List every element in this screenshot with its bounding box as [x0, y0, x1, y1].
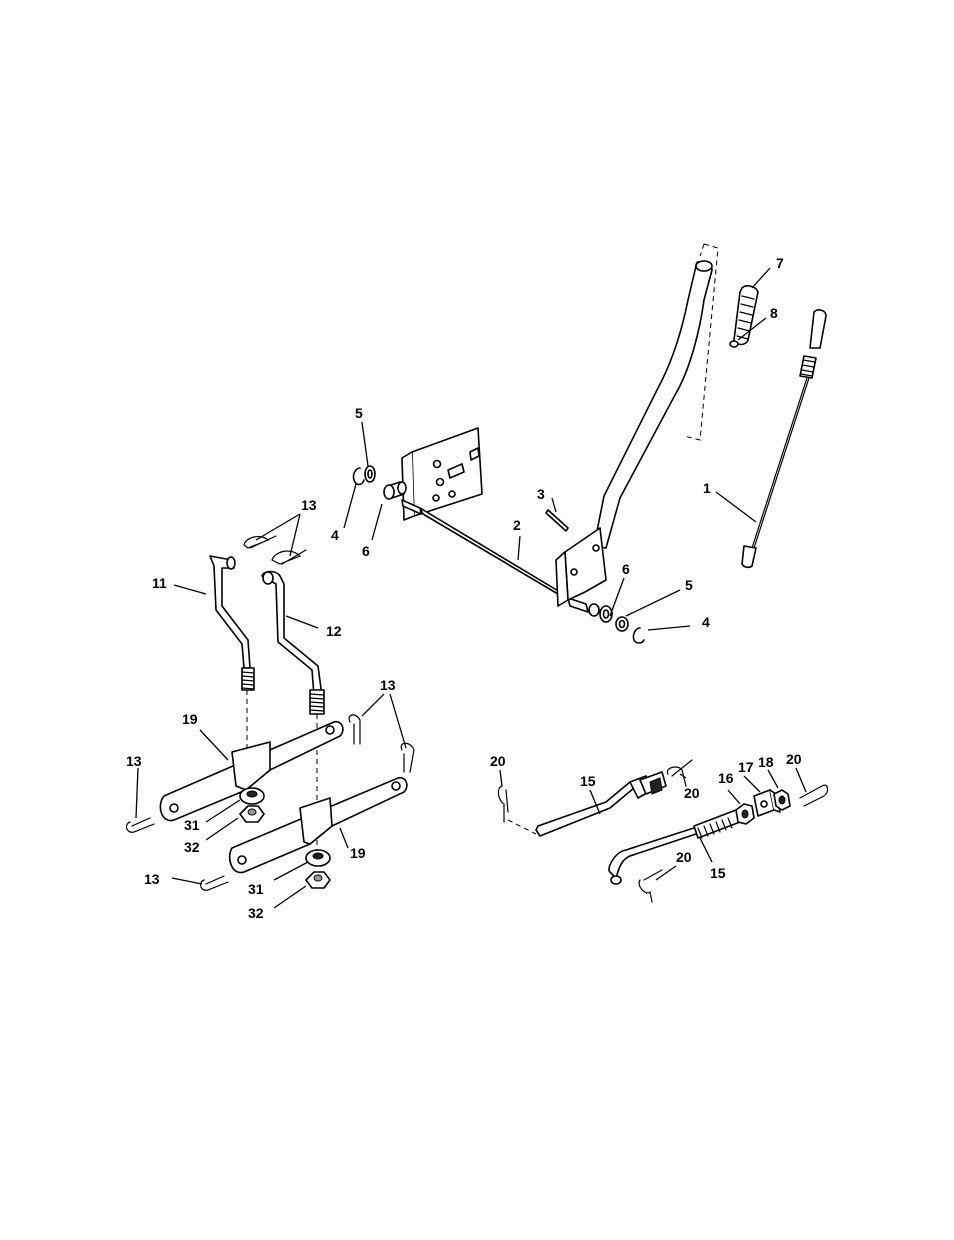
hairpin-clip-left — [127, 818, 154, 832]
retaining-ring-left — [353, 468, 364, 485]
callout-13-links: 13 — [380, 677, 396, 693]
callout-6-left: 6 — [362, 543, 370, 559]
callout-15-upper: 15 — [580, 773, 596, 789]
callout-7: 7 — [776, 255, 784, 271]
callout-8: 8 — [770, 305, 778, 321]
callout-20-rod-lower: 20 — [676, 849, 692, 865]
callout-15-lower: 15 — [710, 865, 726, 881]
callout-19-upper: 19 — [182, 711, 198, 727]
callout-4-left: 4 — [331, 527, 339, 543]
callout-19-lower: 19 — [350, 845, 366, 861]
washer-right — [616, 617, 628, 631]
handle-cap — [730, 341, 738, 347]
callout-20-rod-right: 20 — [786, 751, 802, 767]
callout-6-right: 6 — [622, 561, 630, 577]
adjustment-nut — [736, 804, 754, 824]
lift-handle-lever — [556, 261, 712, 606]
callout-2: 2 — [513, 517, 521, 533]
callout-4-right: 4 — [702, 614, 710, 630]
rod-guide-line — [508, 820, 536, 834]
callout-13-top: 13 — [301, 497, 317, 513]
lift-link-right — [262, 572, 324, 715]
nut-upper — [240, 806, 264, 822]
handle-grip — [734, 286, 758, 345]
hairpin-clip-pair — [244, 536, 306, 564]
hairpin-clip-rod-lower — [639, 870, 662, 902]
lift-shaft — [402, 500, 563, 597]
shaft-collar-right — [568, 598, 599, 616]
lift-link-left — [210, 556, 254, 690]
callout-20-rod-upper: 20 — [684, 785, 700, 801]
leader-lines — [136, 268, 806, 908]
adjustment-rod-upper — [536, 772, 666, 836]
retaining-ring-right — [633, 628, 644, 643]
lift-cable — [742, 310, 826, 567]
nut-lower — [306, 872, 330, 888]
spacer-upper — [240, 788, 264, 804]
washer-left — [365, 466, 375, 482]
callout-3: 3 — [537, 486, 545, 502]
callout-32-upper: 32 — [184, 839, 200, 855]
callout-5-left: 5 — [355, 405, 363, 421]
callout-11: 11 — [152, 575, 167, 591]
callout-5-right: 5 — [685, 577, 693, 593]
callout-13-left: 13 — [126, 753, 142, 769]
callout-13-bottom: 13 — [144, 871, 160, 887]
spacer-lower — [306, 850, 330, 866]
hairpin-clip-rod-upper — [667, 760, 692, 786]
callout-20-rod-left: 20 — [490, 753, 506, 769]
hairpin-clip-rod-left — [498, 786, 508, 822]
callout-12: 12 — [326, 623, 342, 639]
lock-nut — [774, 790, 790, 810]
callout-31-lower: 31 — [248, 881, 264, 897]
callout-31-upper: 31 — [184, 817, 200, 833]
hairpin-clip-bottom — [201, 876, 228, 890]
callout-16: 16 — [718, 770, 734, 786]
callout-1: 1 — [703, 480, 711, 496]
cotter-pin — [546, 510, 568, 531]
callout-32-lower: 32 — [248, 905, 264, 921]
callout-18: 18 — [758, 754, 774, 770]
callout-labels: 1 2 3 4 4 5 5 6 6 7 8 11 12 13 13 13 13 … — [126, 255, 802, 921]
callout-17: 17 — [738, 759, 754, 775]
